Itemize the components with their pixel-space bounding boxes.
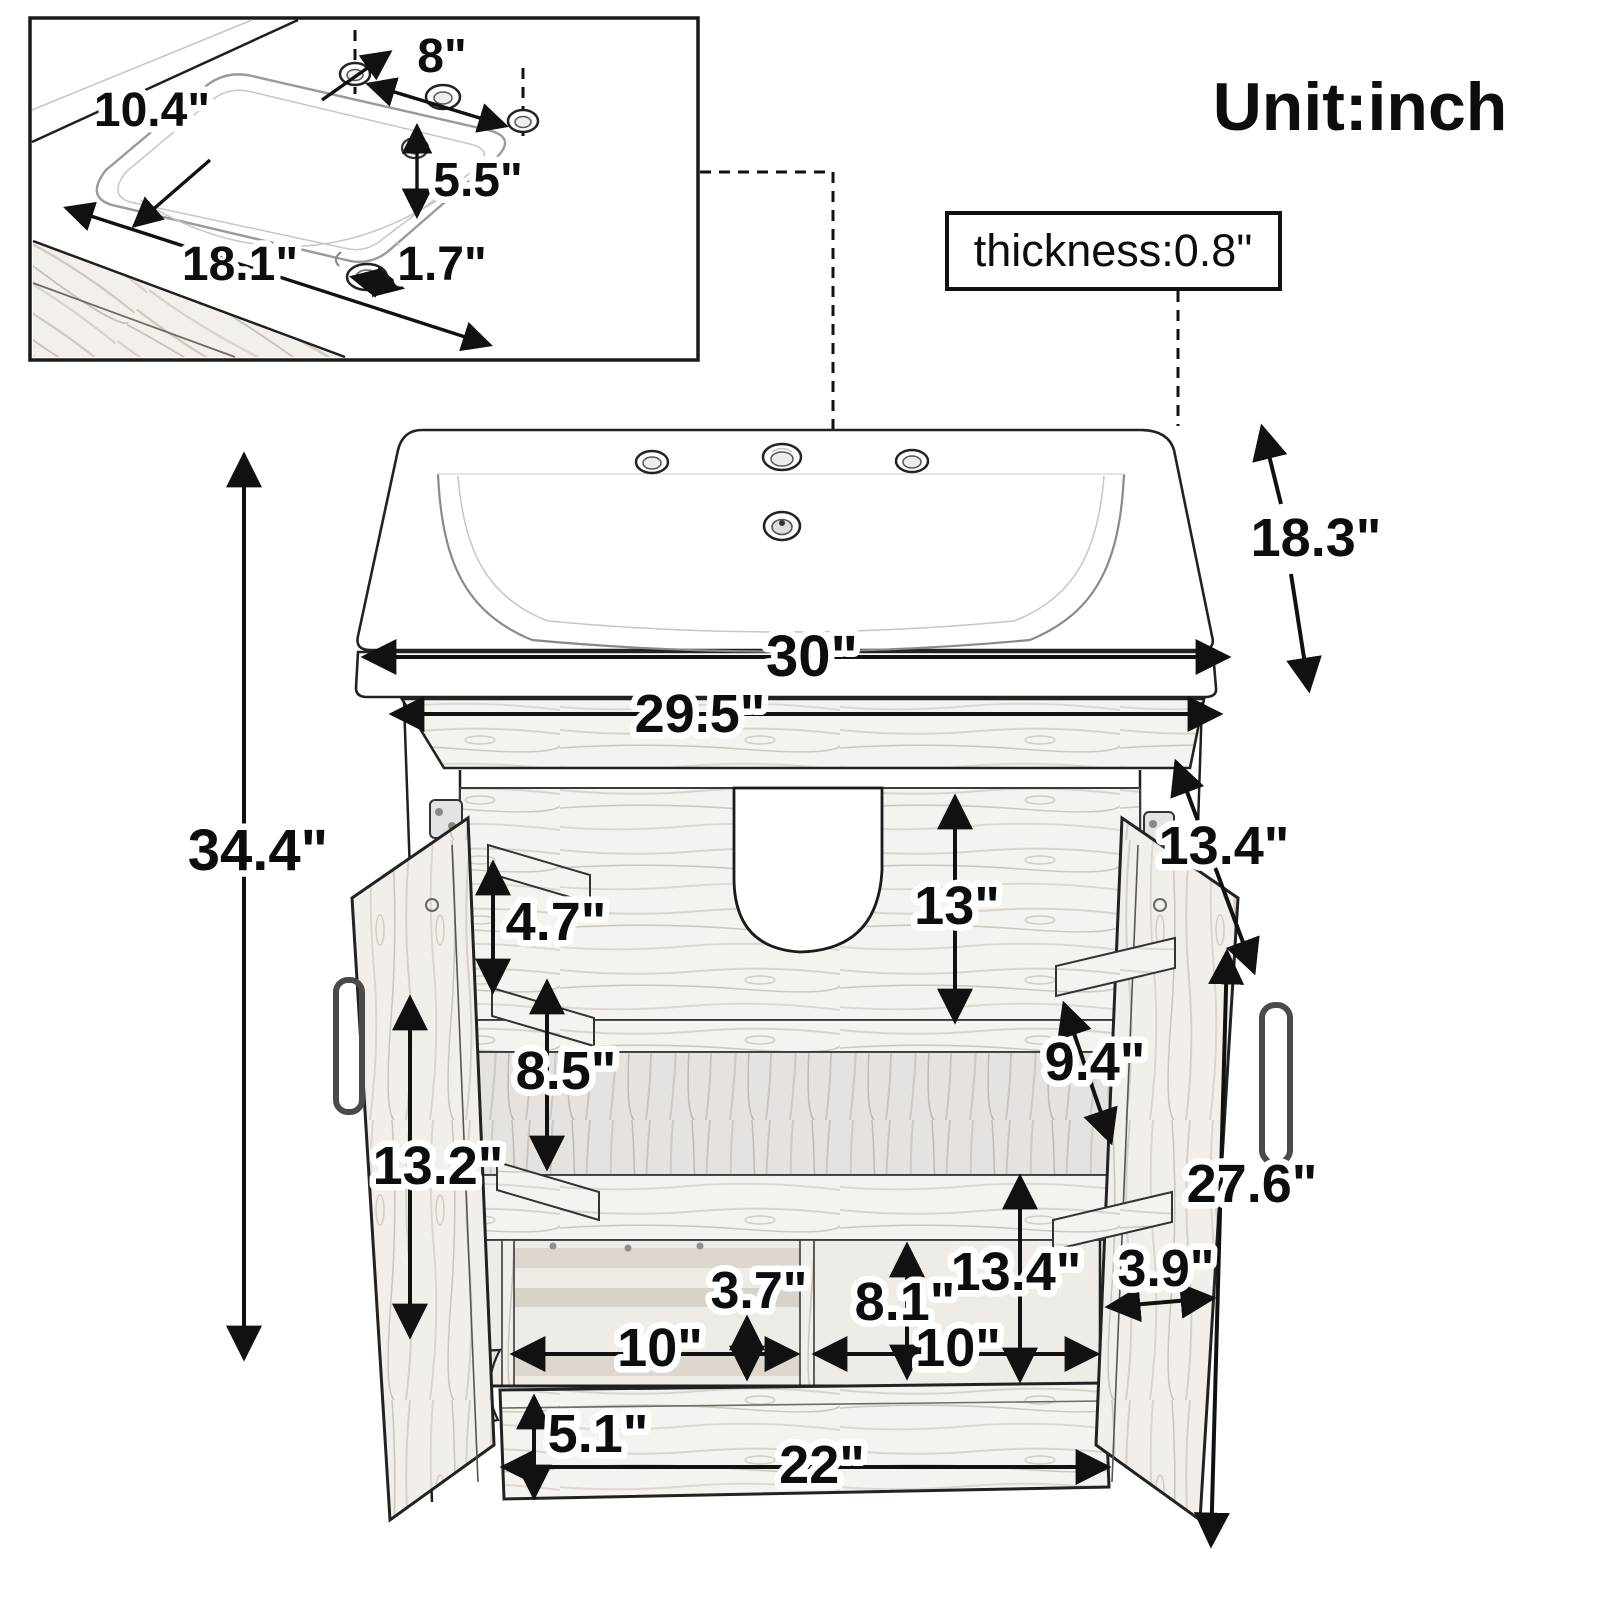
dim-left-door-lower-shelf-label: 8.5" bbox=[516, 1041, 617, 1101]
left-door-shelf-3 bbox=[496, 1160, 600, 1222]
dim-drain-width-label: 1.7" bbox=[397, 238, 486, 291]
dim-overall-height: 34.4" bbox=[181, 451, 335, 1362]
inset-cabinet-corner bbox=[32, 239, 346, 359]
dim-diagonal-depth-label: 10.4" bbox=[94, 84, 210, 137]
dim-drawer-front-height-label: 5.1" bbox=[548, 1404, 649, 1464]
inset-overflow-ring bbox=[400, 136, 430, 160]
cubby-left-wall bbox=[501, 1239, 515, 1387]
dim-faucet-spacing-label: 8" bbox=[417, 30, 466, 83]
cabinet-top-rail bbox=[399, 697, 1206, 770]
inset-leader-line bbox=[700, 170, 835, 497]
dim-cubby-shelf-gap-label: 3.7" bbox=[711, 1262, 808, 1320]
dim-left-door-upper-shelf-label: 4.7" bbox=[506, 892, 607, 952]
faucet-hole-right bbox=[894, 448, 930, 474]
dim-drawer-width-label: 22" bbox=[779, 1435, 865, 1495]
dim-left-door-lower-shelf: 8.5" bbox=[509, 978, 623, 1172]
dim-right-door-height: 27.6" bbox=[1180, 948, 1324, 1549]
plumbing-notch bbox=[732, 786, 884, 954]
dim-back-panel-height: 13" bbox=[908, 793, 1006, 1025]
dim-left-cubby-width-label: 10" bbox=[617, 1318, 703, 1378]
dim-faucet-spacing: 8" bbox=[365, 24, 509, 133]
dim-left-cubby-width: 10" bbox=[509, 1312, 801, 1385]
thickness-callout: thickness:0.8" bbox=[945, 211, 1282, 426]
dim-right-door-height-label: 27.6" bbox=[1187, 1154, 1318, 1214]
overflow-drain bbox=[762, 510, 802, 542]
dim-left-door-height: 13.2" bbox=[366, 994, 510, 1340]
inset-faucet-hole-left bbox=[338, 61, 372, 87]
dim-right-door-opening: 13.4" bbox=[1152, 758, 1296, 976]
sink-top-view-inset: 8" 10.4" 5.5" 18.1" 1.7" bbox=[28, 16, 700, 362]
right-door-shelf-2 bbox=[1052, 1190, 1173, 1252]
dim-right-door-shelf-gap-label: 9.4" bbox=[1045, 1032, 1146, 1092]
dim-bowl-front-distance-label: 5.5" bbox=[433, 154, 522, 207]
dim-door-shelf-depth: 3.9" bbox=[1104, 1234, 1221, 1323]
dim-right-door-opening-label: 13.4" bbox=[1159, 816, 1290, 876]
lower-back-panel-shade bbox=[460, 1052, 1140, 1175]
dim-left-door-upper-shelf: 4.7" bbox=[475, 859, 613, 995]
dim-cubby-shelf-gap: 3.7" bbox=[704, 1256, 814, 1382]
dim-drain-width: 1.7" bbox=[349, 232, 493, 298]
left-door-handle bbox=[333, 977, 365, 1115]
dim-cabinet-width-label: 29.5" bbox=[635, 684, 766, 744]
dim-bowl-length-label: 18.1" bbox=[182, 238, 298, 291]
dim-countertop-width-label: 30" bbox=[766, 624, 858, 689]
dim-door-shelf-depth-label: 3.9" bbox=[1118, 1240, 1215, 1298]
dim-drawer-width: 22" bbox=[499, 1429, 1112, 1502]
inset-basin-inner-rim bbox=[117, 89, 486, 251]
vanity-front-view bbox=[333, 428, 1293, 1523]
inset-counter-edge bbox=[31, 18, 299, 144]
thickness-callout-box bbox=[945, 211, 1282, 291]
dim-right-door-shelf-gap: 9.4" bbox=[1038, 1000, 1152, 1146]
dim-drawer-cavity-height-label: 13.4" bbox=[951, 1242, 1082, 1302]
dim-drawer-cavity-height: 13.4" bbox=[944, 1173, 1088, 1384]
dim-left-door-height-label: 13.2" bbox=[373, 1136, 504, 1196]
inset-faucet-hole-right bbox=[506, 108, 540, 134]
right-door-handle bbox=[1259, 1002, 1293, 1166]
dim-overall-height-label: 34.4" bbox=[188, 818, 328, 883]
inset-counter-edge-2 bbox=[31, 19, 253, 111]
dim-right-cubby-width-label: 10" bbox=[915, 1318, 1001, 1378]
faucet-hole-left bbox=[634, 449, 670, 475]
dim-countertop-depth: 18.3" bbox=[1244, 423, 1388, 694]
dim-back-panel-height-label: 13" bbox=[914, 876, 1000, 936]
unit-label: Unit:inch bbox=[1213, 69, 1508, 145]
dim-right-cubby-width: 10" bbox=[811, 1312, 1101, 1385]
dim-cubby-height-label: 8.1" bbox=[855, 1272, 956, 1332]
dim-bowl-length: 18.1" bbox=[63, 201, 493, 352]
thickness-callout-label: thickness:0.8" bbox=[974, 225, 1253, 276]
dim-cubby-height: 8.1" bbox=[848, 1241, 962, 1381]
faucet-hole-center bbox=[761, 442, 803, 472]
dim-countertop-width: 30" bbox=[360, 618, 1232, 696]
dim-cabinet-width: 29.5" bbox=[388, 678, 1224, 751]
dim-diagonal-depth: 10.4" bbox=[87, 50, 393, 229]
dim-countertop-depth-label: 18.3" bbox=[1251, 508, 1382, 568]
dimension-annotations: 30" 29.5" 18.3" 34.4" 13.4" 4.7" 13" bbox=[181, 423, 1388, 1549]
